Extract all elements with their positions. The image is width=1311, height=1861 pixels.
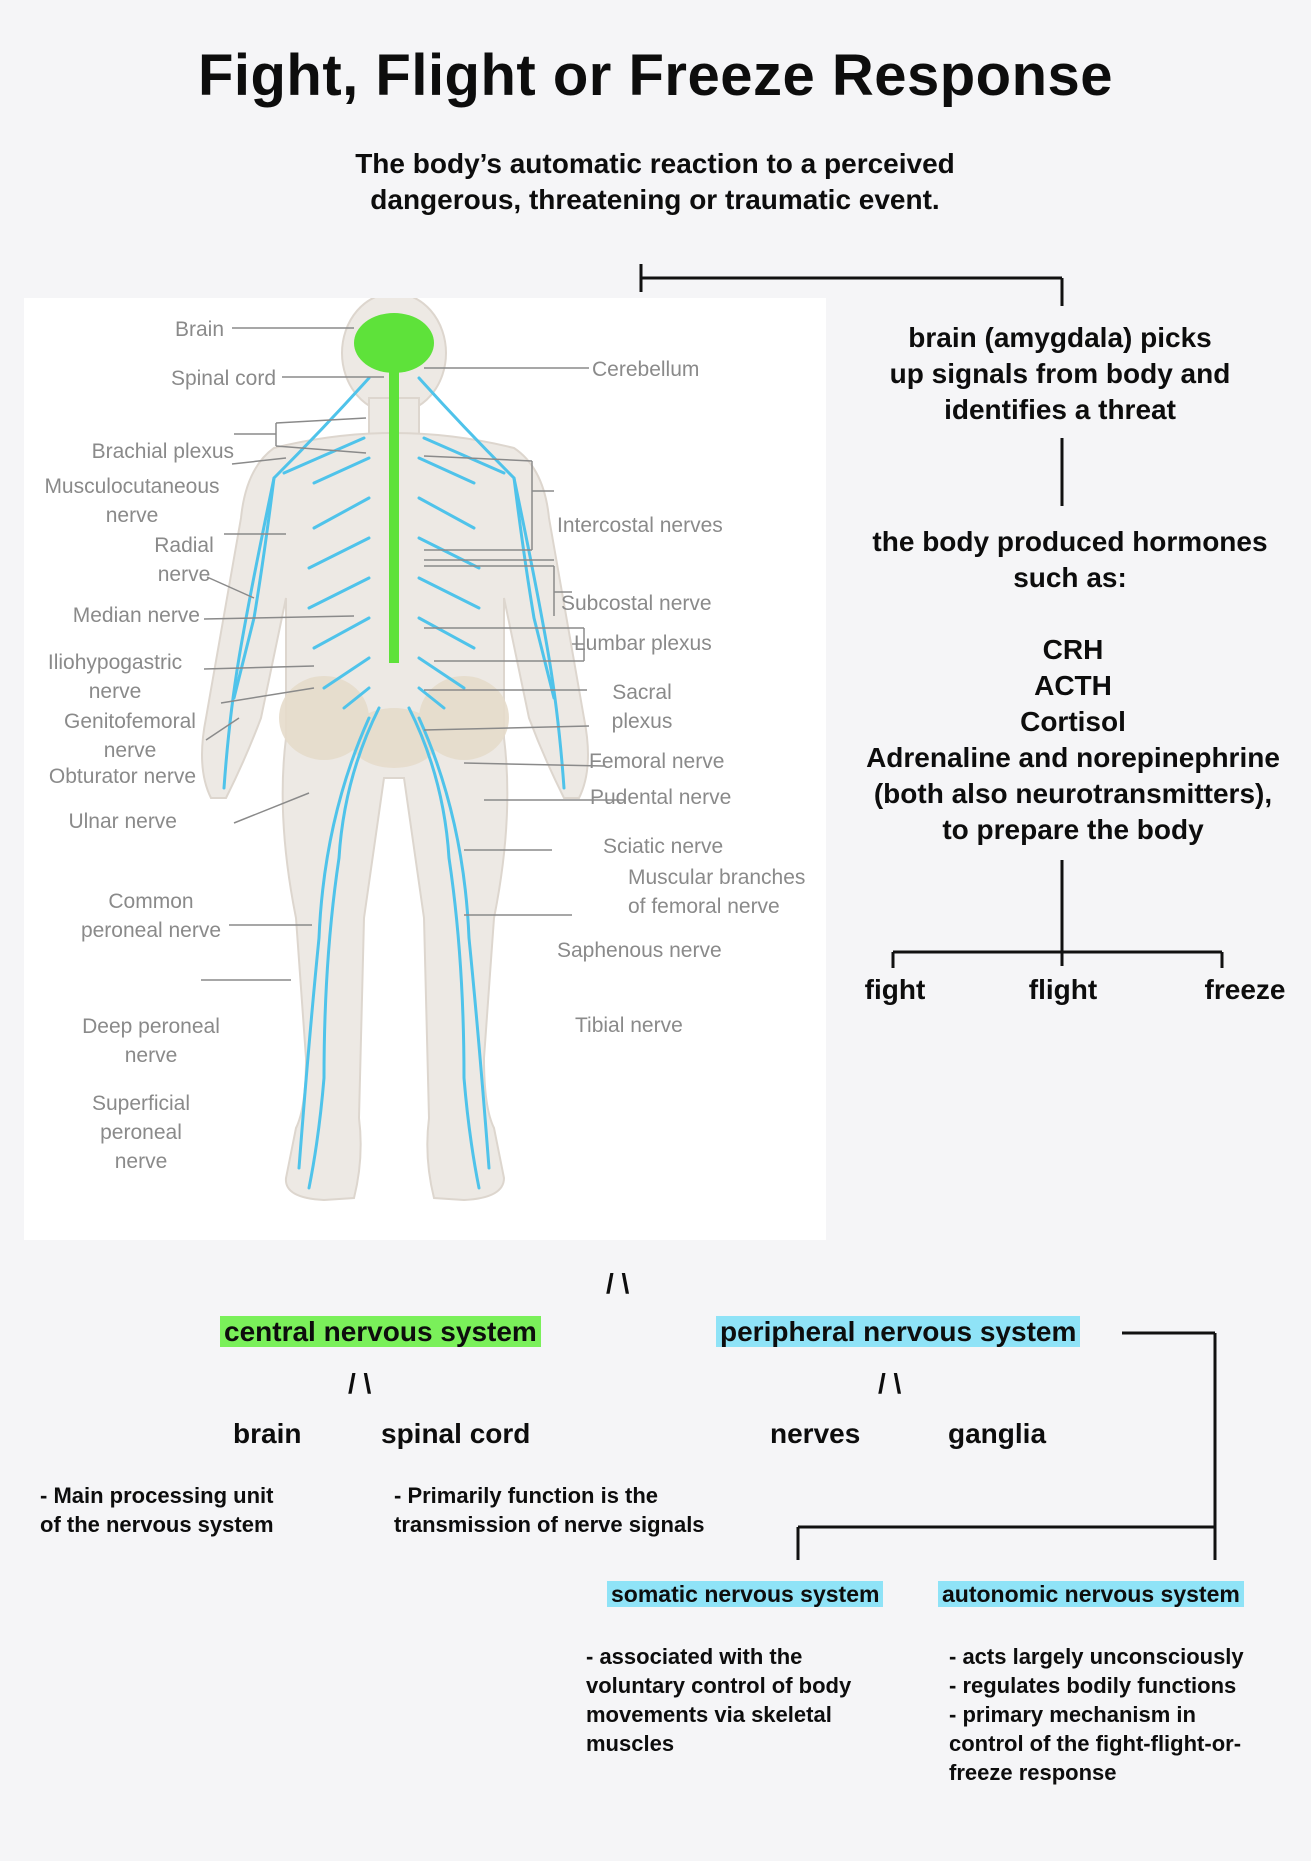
hormone-item: CRH (1042, 634, 1104, 665)
step-line: up signals from body and (889, 358, 1231, 389)
brain-shape (354, 313, 434, 373)
label-ulnar: Ulnar nerve (68, 810, 177, 833)
hormone-item: Adrenaline and norepinephrine (866, 742, 1280, 773)
split-slashes-cns: / \ (348, 1368, 372, 1399)
pns-part-nerves: nerves (770, 1418, 861, 1449)
spinal-cord-note: - Primarily function is the transmission… (394, 1483, 705, 1537)
label-iliohypogastric-2: nerve (89, 680, 142, 703)
hormone-item: Cortisol (1020, 706, 1126, 737)
label-genitofemoral-2: nerve (104, 739, 157, 762)
label-saphenous: Saphenous nerve (557, 939, 722, 962)
step-line: the body produced hormones (872, 526, 1268, 557)
page-title: Fight, Flight or Freeze Response (197, 43, 1114, 108)
label-median: Median nerve (73, 604, 200, 627)
label-superficial-peroneal-3: nerve (115, 1150, 168, 1173)
subtitle-line: dangerous, threatening or traumatic even… (370, 184, 940, 215)
label-muscular-femoral-2: of femoral nerve (628, 895, 780, 918)
label-superficial-peroneal: Superficial (92, 1092, 190, 1115)
cns-label: central nervous system (220, 1316, 541, 1348)
autonomic-label-text: autonomic nervous system (938, 1581, 1244, 1607)
step-line: such as: (1013, 562, 1127, 593)
label-deep-peroneal: Deep peroneal (82, 1015, 220, 1038)
label-muscular-femoral: Muscular branches (628, 866, 805, 889)
pns-label: peripheral nervous system (716, 1316, 1081, 1348)
label-pudental: Pudental nerve (590, 786, 731, 809)
label-femoral: Femoral nerve (589, 750, 724, 773)
label-lumbar: Lumbar plexus (574, 632, 712, 655)
label-radial: Radial (154, 534, 214, 557)
label-obturator: Obturator nerve (49, 765, 196, 788)
page-subtitle: The body’s automatic reaction to a perce… (280, 146, 1030, 218)
label-deep-peroneal-2: nerve (125, 1044, 178, 1067)
label-iliohypogastric: Iliohypogastric (48, 651, 182, 674)
nervous-system-illustration: Brain Spinal cord Brachial plexus Muscul… (24, 292, 826, 1240)
label-radial-2: nerve (158, 563, 211, 586)
peripheral-nerves (222, 376, 566, 1190)
nervous-system-figure: Brain Spinal cord Brachial plexus Muscul… (44, 292, 805, 1202)
label-cerebellum: Cerebellum (592, 358, 699, 381)
label-musculocutaneous-2: nerve (106, 504, 159, 527)
label-brachial-plexus: Brachial plexus (92, 440, 234, 463)
label-sacral-2: plexus (612, 710, 673, 733)
step-amygdala: brain (amygdala) picks up signals from b… (860, 320, 1260, 428)
pelvis (279, 676, 509, 768)
response-flight: flight (1028, 974, 1098, 1005)
label-genitofemoral: Genitofemoral (64, 710, 196, 733)
hormone-item: to prepare the body (942, 814, 1204, 845)
label-spinal-cord: Spinal cord (171, 367, 276, 390)
cns-part-spinal-cord: spinal cord (381, 1418, 531, 1449)
subtitle-line: The body’s automatic reaction to a perce… (355, 148, 955, 179)
label-intercostal: Intercostal nerves (557, 514, 723, 537)
label-sciatic: Sciatic nerve (603, 835, 723, 858)
cns-part-brain: brain (233, 1418, 302, 1449)
label-tibial: Tibial nerve (575, 1014, 683, 1037)
label-sacral: Sacral (612, 681, 672, 704)
somatic-label-text: somatic nervous system (607, 1581, 884, 1607)
label-common-peroneal-2: peroneal nerve (81, 919, 221, 942)
pns-label-text: peripheral nervous system (716, 1316, 1081, 1347)
somatic-label: somatic nervous system (607, 1581, 884, 1608)
response-fight: fight (864, 974, 926, 1005)
step-hormones: the body produced hormones such as: (840, 524, 1300, 596)
brain-note: - Main processing unit of the nervous sy… (40, 1483, 274, 1537)
step-line: brain (amygdala) picks (908, 322, 1212, 353)
hormone-list: CRH ACTH Cortisol Adrenaline and norepin… (840, 632, 1306, 848)
step-line: identifies a threat (944, 394, 1176, 425)
autonomic-label: autonomic nervous system (938, 1581, 1244, 1608)
somatic-note: - associated with the voluntary control … (586, 1644, 852, 1756)
response-freeze: freeze (1204, 974, 1286, 1005)
split-slashes-top: / \ (606, 1268, 630, 1299)
label-superficial-peroneal-2: peroneal (100, 1121, 182, 1144)
split-slashes-pns: / \ (878, 1368, 902, 1399)
label-brain: Brain (175, 318, 224, 341)
label-subcostal: Subcostal nerve (561, 592, 712, 615)
spinal-cord-shape (389, 368, 399, 663)
label-common-peroneal: Common (108, 890, 193, 913)
leader-lines (201, 327, 624, 981)
pns-part-ganglia: ganglia (948, 1418, 1047, 1449)
hormone-item: (both also neurotransmitters), (873, 778, 1273, 809)
label-musculocutaneous: Musculocutaneous (44, 475, 219, 498)
hormone-item: ACTH (1034, 670, 1112, 701)
cns-label-text: central nervous system (220, 1316, 541, 1347)
autonomic-note: - acts largely unconsciously - regulates… (949, 1644, 1244, 1785)
